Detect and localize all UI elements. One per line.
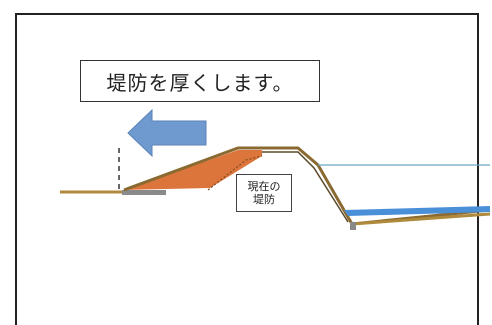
new-levee-section	[124, 150, 262, 190]
caption-box: 堤防を厚くします。	[80, 60, 320, 102]
base-block	[122, 190, 166, 195]
foot-block	[350, 222, 356, 230]
existing-levee-label: 現在の 堤防	[236, 174, 292, 212]
caption-text: 堤防を厚くします。	[106, 70, 294, 95]
existing-levee-label-line1: 現在の	[247, 180, 281, 193]
existing-levee-label-line2: 堤防	[253, 193, 275, 206]
existing-levee-inner	[262, 151, 349, 223]
old-slope-dotted	[207, 155, 263, 191]
left-arrow-icon	[127, 108, 207, 158]
river-water	[344, 206, 490, 216]
riverbed-line	[351, 212, 491, 226]
